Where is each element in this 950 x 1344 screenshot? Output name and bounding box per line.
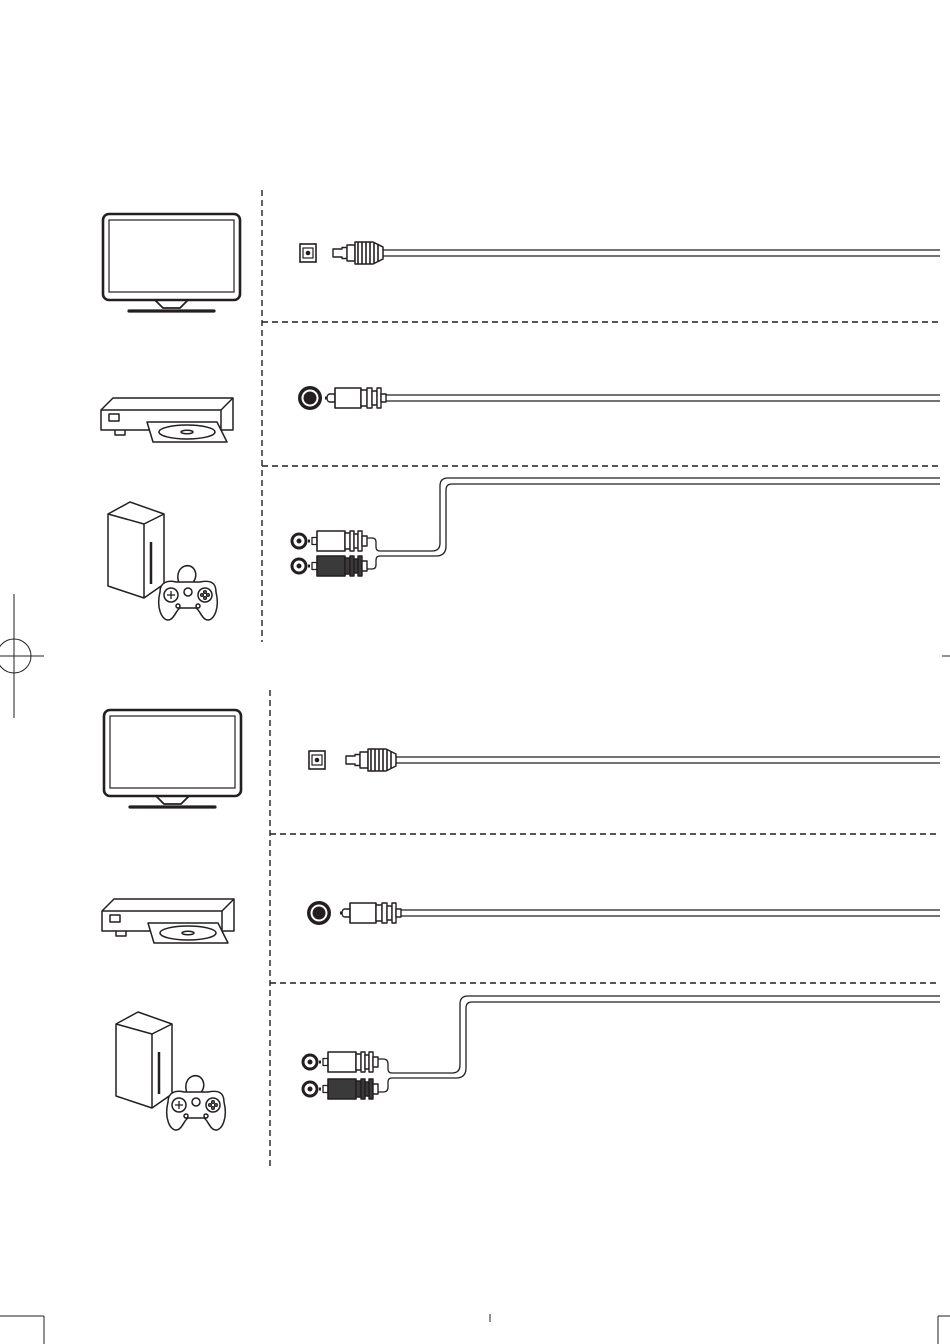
tv-icon bbox=[104, 710, 241, 807]
crop-mark-icon bbox=[0, 656, 950, 1344]
rca-plug-icon bbox=[309, 556, 367, 576]
optical-plug-icon bbox=[346, 749, 396, 771]
coaxial-jack-icon bbox=[298, 386, 322, 410]
coaxial-plug-icon bbox=[326, 388, 386, 408]
optical-cable bbox=[383, 250, 940, 256]
rca-jack-icon bbox=[302, 1081, 319, 1098]
game-console-icon bbox=[116, 1012, 225, 1130]
panel-2 bbox=[102, 690, 940, 1166]
rca-plug-icon bbox=[320, 1079, 378, 1099]
optical-plug-icon bbox=[333, 242, 383, 264]
coaxial-cable bbox=[401, 910, 940, 916]
rca-plug-icon bbox=[309, 531, 367, 551]
rca-jack-icon bbox=[291, 533, 308, 550]
rca-cable bbox=[378, 996, 940, 1092]
rca-jack-icon bbox=[291, 558, 308, 575]
optical-jack-icon bbox=[309, 751, 325, 769]
coaxial-jack-icon bbox=[307, 901, 331, 925]
panel-1 bbox=[101, 190, 940, 642]
optical-cable bbox=[396, 757, 940, 763]
optical-jack-icon bbox=[300, 244, 316, 262]
game-console-icon bbox=[108, 502, 217, 620]
rca-cable bbox=[367, 478, 940, 569]
rca-plug-icon bbox=[320, 1052, 378, 1072]
disc-player-icon bbox=[102, 899, 234, 943]
disc-player-icon bbox=[101, 398, 233, 442]
coaxial-plug-icon bbox=[341, 903, 401, 923]
rca-jack-icon bbox=[302, 1054, 319, 1071]
registration-mark-icon bbox=[0, 594, 44, 718]
tv-icon bbox=[103, 214, 240, 311]
coaxial-cable bbox=[386, 395, 940, 401]
